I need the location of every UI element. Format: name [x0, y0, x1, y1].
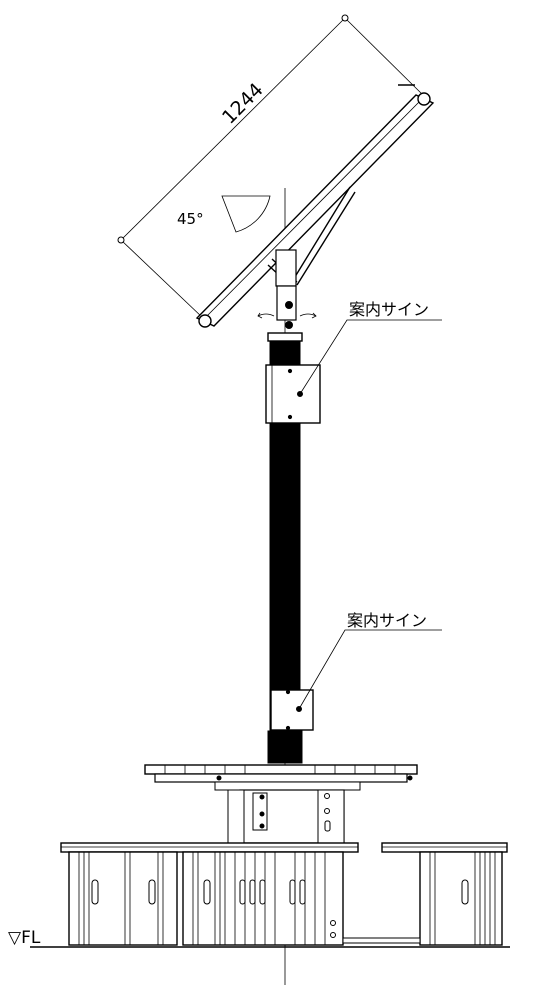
- lower-sign-callout: 案内サイン: [347, 611, 427, 630]
- upper-sign-callout: 案内サイン: [349, 300, 429, 319]
- round-table: [144, 764, 418, 791]
- table-pedestal: [227, 789, 345, 844]
- angle-indicator: 45°: [177, 195, 271, 233]
- angle-label: 45°: [177, 210, 204, 228]
- length-label: 1244: [218, 79, 268, 129]
- tilted-panel: [195, 84, 435, 328]
- swivel-joint: [257, 285, 317, 329]
- bench-center: [182, 851, 344, 946]
- panel-bracket: [267, 186, 356, 287]
- bench-left: [68, 851, 178, 946]
- floor-label: ▽FL: [8, 928, 41, 948]
- upper-sign-box: [265, 319, 442, 424]
- bench-tops: [60, 842, 508, 853]
- bench-right: [342, 851, 503, 946]
- length-dimension: 1244: [117, 14, 426, 319]
- lower-sign-box: [270, 629, 442, 731]
